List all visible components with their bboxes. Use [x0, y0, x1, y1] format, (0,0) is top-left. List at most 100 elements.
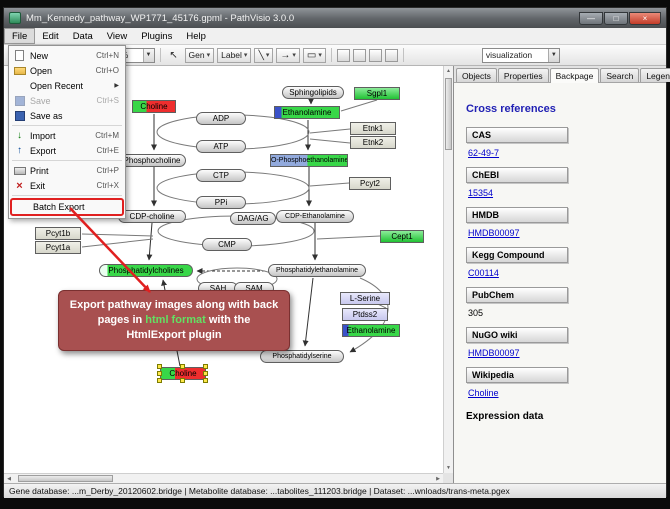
minimize-button[interactable]: —	[579, 11, 603, 25]
visualization-combo[interactable]: visualization	[481, 47, 560, 63]
horizontal-scroll-thumb[interactable]	[18, 475, 113, 482]
node-phosphatidylserine[interactable]: Phosphatidylserine	[260, 350, 344, 363]
annotation-callout: Export pathway images along with back pa…	[58, 290, 290, 351]
tab-objects[interactable]: Objects	[456, 68, 497, 82]
line-icon	[258, 50, 263, 61]
crossref-header-kegg: Kegg Compound	[466, 247, 568, 263]
shape-icon	[307, 50, 316, 61]
node-phosphocholine[interactable]: Phosphocholine	[118, 154, 186, 167]
menu-item-import[interactable]: Import Ctrl+M	[9, 128, 125, 143]
vertical-scrollbar[interactable]: ▲ ▼	[443, 66, 453, 473]
maximize-button[interactable]: □	[604, 11, 628, 25]
menu-file[interactable]: File	[4, 28, 36, 44]
menu-item-open[interactable]: Open Ctrl+O	[9, 63, 125, 78]
menu-item-export[interactable]: Export Ctrl+E	[9, 143, 125, 158]
node-ethanolamine-top[interactable]: Ethanolamine	[274, 106, 340, 119]
open-folder-icon	[13, 66, 26, 75]
tab-backpage[interactable]: Backpage	[549, 68, 600, 83]
menu-item-shortcut: Ctrl+E	[96, 146, 119, 155]
selection-handle[interactable]	[157, 371, 162, 376]
arrow-tool-button[interactable]	[276, 47, 300, 63]
menu-view[interactable]: View	[106, 30, 128, 42]
menu-item-open-recent[interactable]: Open Recent	[9, 78, 125, 93]
chevron-down-icon	[547, 48, 559, 62]
menu-help[interactable]: Help	[186, 30, 206, 42]
node-cmp[interactable]: CMP	[202, 238, 252, 251]
side-panel-tabs: Objects Properties Backpage Search Legen…	[454, 66, 670, 83]
node-pcyt1b[interactable]: Pcyt1b	[35, 227, 81, 240]
label-tool-button[interactable]: Label	[217, 47, 252, 63]
align-top-button[interactable]	[368, 48, 382, 62]
menu-data[interactable]: Data	[72, 30, 93, 42]
titlebar[interactable]: Mm_Kennedy_pathway_WP1771_45176.gpml - P…	[4, 8, 666, 28]
node-ppi[interactable]: PPi	[196, 196, 246, 209]
node-ethanolamine-bottom[interactable]: Ethanolamine	[342, 324, 400, 337]
selection-handle[interactable]	[180, 378, 185, 383]
shape-tool-button[interactable]	[302, 47, 326, 63]
chevron-down-icon	[142, 48, 154, 62]
node-sgpl1[interactable]: Sgpl1	[354, 87, 400, 100]
node-ptdss2[interactable]: Ptdss2	[342, 308, 388, 321]
node-pcyt1a[interactable]: Pcyt1a	[35, 241, 81, 254]
selection-handle[interactable]	[203, 371, 208, 376]
node-ctp[interactable]: CTP	[196, 169, 246, 182]
crossref-link-nugo[interactable]: HMDB00097	[468, 348, 520, 358]
node-sphingolipids[interactable]: Sphingolipids	[282, 86, 344, 99]
stack-button[interactable]	[384, 48, 398, 62]
tab-legend[interactable]: Legend	[640, 68, 670, 82]
datanode-tool-label: Gen	[188, 50, 205, 60]
close-button[interactable]: ×	[629, 11, 661, 25]
node-phosphatidylethanolamine[interactable]: Phosphatidylethanolamine	[268, 264, 366, 277]
callout-highlight-text: html format	[145, 313, 206, 326]
menu-item-new[interactable]: New Ctrl+N	[9, 48, 125, 63]
selection-handle[interactable]	[180, 364, 185, 369]
vertical-scroll-thumb[interactable]	[445, 78, 452, 150]
print-icon	[13, 166, 26, 175]
node-atp[interactable]: ATP	[196, 140, 246, 153]
export-icon	[13, 145, 26, 156]
node-dag[interactable]: DAG/AG	[230, 212, 276, 225]
menu-plugins[interactable]: Plugins	[141, 30, 173, 42]
menu-edit[interactable]: Edit	[42, 30, 59, 42]
node-etnk1[interactable]: Etnk1	[350, 122, 396, 135]
node-l-serine[interactable]: L-Serine	[340, 292, 390, 305]
tab-search[interactable]: Search	[600, 68, 640, 82]
node-o-phosphoethanolamine[interactable]: O-Phosphoethanolamine	[270, 154, 348, 167]
selection-handle[interactable]	[203, 378, 208, 383]
node-phosphatidylcholines[interactable]: Phosphatidylcholines	[99, 264, 193, 277]
line-tool-button[interactable]	[254, 47, 274, 63]
crossref-link-chebi[interactable]: 15354	[468, 188, 494, 198]
selection-handle[interactable]	[157, 378, 162, 383]
selection-handle[interactable]	[203, 364, 208, 369]
crossref-link-wikipedia[interactable]: Choline	[468, 388, 499, 398]
node-etnk2[interactable]: Etnk2	[350, 136, 396, 149]
tab-properties[interactable]: Properties	[497, 68, 549, 82]
menu-item-exit[interactable]: Exit Ctrl+X	[9, 178, 125, 193]
callout-text: with the HtmlExport plugin	[126, 313, 251, 341]
crossref-link-cas[interactable]: 62-49-7	[468, 148, 500, 158]
node-pcyt2[interactable]: Pcyt2	[349, 177, 391, 190]
visualization-value: visualization	[485, 50, 533, 60]
node-adp[interactable]: ADP	[196, 112, 246, 125]
scroll-down-icon[interactable]: ▼	[446, 465, 451, 471]
selection-handle[interactable]	[157, 364, 162, 369]
menu-item-save-as[interactable]: Save as	[9, 108, 125, 123]
menu-item-batch-export[interactable]: Batch Export	[10, 198, 124, 216]
scroll-right-icon[interactable]: ▶	[436, 475, 440, 482]
node-cept1[interactable]: Cept1	[380, 230, 424, 243]
node-cdp-ethanolamine[interactable]: CDP-Ethanolamine	[276, 210, 354, 223]
crossref-link-kegg[interactable]: C00114	[468, 268, 499, 278]
align-left-button[interactable]	[336, 48, 350, 62]
align-center-button[interactable]	[352, 48, 366, 62]
select-tool-button[interactable]	[166, 47, 182, 63]
menu-item-print[interactable]: Print Ctrl+P	[9, 163, 125, 178]
scroll-up-icon[interactable]: ▲	[446, 68, 451, 74]
crossref-header-cas: CAS	[466, 127, 568, 143]
crossref-link-hmdb[interactable]: HMDB00097	[468, 228, 520, 238]
import-icon	[13, 130, 26, 141]
scroll-left-icon[interactable]: ◀	[7, 475, 11, 482]
datanode-tool-button[interactable]: Gen	[184, 47, 215, 63]
horizontal-scrollbar[interactable]: ◀ ▶	[4, 473, 443, 483]
node-choline-top[interactable]: Choline	[132, 100, 176, 113]
node-cdp-choline[interactable]: CDP-choline	[118, 210, 186, 223]
